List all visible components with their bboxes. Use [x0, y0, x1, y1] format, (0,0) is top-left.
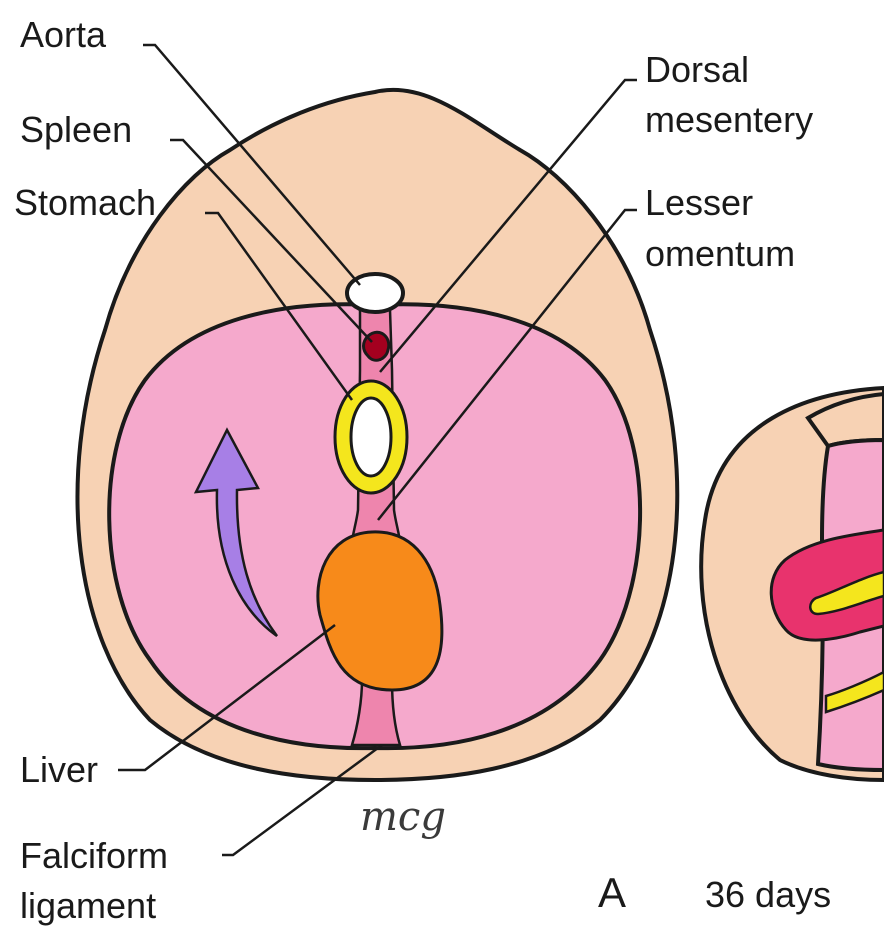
label-spleen: Spleen [20, 109, 132, 150]
label-dorsal-mesentery-line2: mesentery [645, 99, 813, 140]
label-aorta: Aorta [20, 14, 107, 55]
label-stomach: Stomach [14, 182, 156, 223]
panel-age: 36 days [705, 874, 831, 915]
label-lesser-omentum-line1: Lesser [645, 182, 753, 223]
stomach-lumen [351, 398, 391, 476]
stomach-3d-section-partial [701, 388, 884, 780]
panel-letter: A [598, 869, 626, 916]
label-liver: Liver [20, 749, 98, 790]
label-dorsal-mesentery-line1: Dorsal [645, 49, 749, 90]
artist-signature: mcg [360, 794, 446, 840]
label-falciform-line1: Falciform [20, 835, 168, 876]
label-lesser-omentum-line2: omentum [645, 233, 795, 274]
label-falciform-line2: ligament [20, 885, 156, 926]
